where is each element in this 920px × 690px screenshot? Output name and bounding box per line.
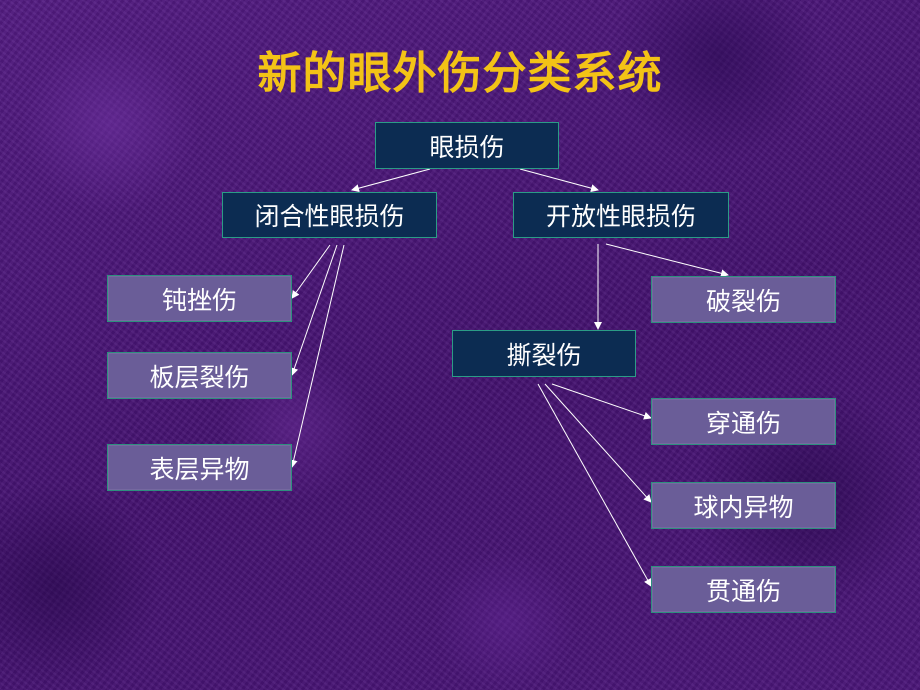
arrow-open-to-rupture bbox=[605, 243, 729, 278]
node-intraocular-foreign-body: 球内异物 bbox=[651, 482, 836, 529]
node-lamellar-laceration: 板层裂伤 bbox=[107, 352, 292, 399]
arrow-laceration-to-perforating bbox=[537, 383, 652, 587]
node-penetrating-injury: 穿通伤 bbox=[651, 398, 836, 445]
node-superficial-foreign-body: 表层异物 bbox=[107, 444, 292, 491]
arrow-laceration-to-iofb bbox=[544, 383, 652, 503]
node-perforating-injury: 贯通伤 bbox=[651, 566, 836, 613]
node-open-globe-injury: 开放性眼损伤 bbox=[513, 192, 729, 238]
arrow-closed-to-lamellar bbox=[290, 244, 338, 376]
arrow-root-to-open bbox=[519, 168, 599, 193]
arrow-closed-to-superficial bbox=[289, 244, 345, 468]
node-eye-injury: 眼损伤 bbox=[375, 122, 559, 169]
node-closed-globe-injury: 闭合性眼损伤 bbox=[222, 192, 437, 238]
arrow-closed-to-contusion bbox=[291, 244, 331, 299]
node-laceration: 撕裂伤 bbox=[452, 330, 636, 377]
arrow-laceration-to-penetrating bbox=[551, 383, 652, 420]
node-rupture: 破裂伤 bbox=[651, 276, 836, 323]
node-contusion: 钝挫伤 bbox=[107, 275, 292, 322]
arrow-root-to-closed bbox=[351, 168, 431, 193]
slide-title: 新的眼外伤分类系统 bbox=[257, 48, 663, 99]
